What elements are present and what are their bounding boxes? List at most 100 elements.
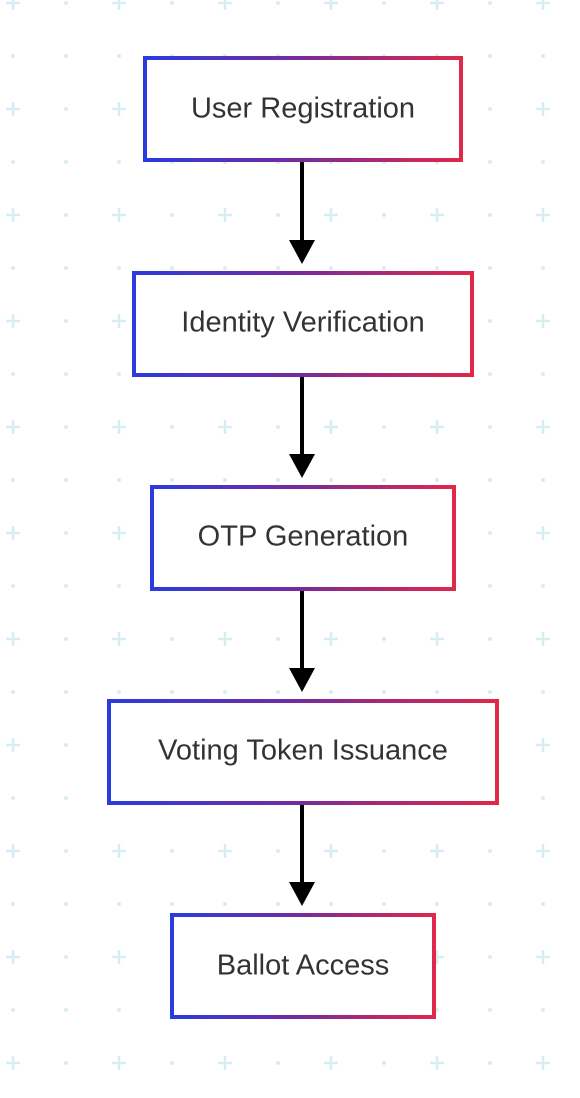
background-dot-mark [170, 1, 174, 5]
background-dot-mark [117, 584, 121, 588]
background-dot-mark [11, 372, 15, 376]
background-dot-mark [382, 637, 386, 641]
background-dot-mark [64, 319, 68, 323]
background-dot-mark [488, 1, 492, 5]
background-dot-mark [488, 319, 492, 323]
node-ballot-access: Ballot Access [170, 913, 436, 1019]
background-dot-mark [64, 902, 68, 906]
edge-verification-to-otp [289, 375, 315, 478]
background-dot-mark [541, 266, 545, 270]
background-dot-mark [329, 478, 333, 482]
background-dot-mark [64, 1061, 68, 1065]
background-dot-mark [64, 160, 68, 164]
background-dot-mark [541, 584, 545, 588]
background-dot-mark [435, 902, 439, 906]
background-dot-mark [276, 690, 280, 694]
edge-token-to-ballot [289, 803, 315, 906]
background-dot-mark [11, 478, 15, 482]
background-dot-mark [541, 902, 545, 906]
background-dot-mark [276, 849, 280, 853]
edge-registration-to-verification [289, 160, 315, 264]
background-dot-mark [64, 743, 68, 747]
node-label-ballot-access: Ballot Access [217, 950, 389, 982]
background-dot-mark [11, 584, 15, 588]
node-label-voting-token-issuance: Voting Token Issuance [158, 735, 448, 767]
background-dot-mark [11, 54, 15, 58]
background-dot-mark [223, 266, 227, 270]
background-dot-mark [276, 266, 280, 270]
node-user-registration: User Registration [143, 56, 463, 162]
background-dot-mark [117, 690, 121, 694]
background-dot-mark [64, 425, 68, 429]
background-dot-mark [64, 531, 68, 535]
background-dot-mark [488, 160, 492, 164]
background-dot-mark [170, 690, 174, 694]
background-dot-mark [117, 266, 121, 270]
background-dot-mark [11, 160, 15, 164]
flowchart-edges [289, 160, 315, 906]
background-dot-mark [541, 478, 545, 482]
background-dot-mark [64, 372, 68, 376]
background-dot-mark [276, 1061, 280, 1065]
background-dot-mark [488, 1061, 492, 1065]
background-dot-mark [488, 955, 492, 959]
background-dot-mark [170, 213, 174, 217]
background-dot-mark [382, 690, 386, 694]
background-dot-mark [541, 690, 545, 694]
background-dot-mark [223, 690, 227, 694]
background-dot-mark [117, 478, 121, 482]
flowchart-nodes: User Registration Identity Verification … [107, 56, 499, 1019]
background-dot-mark [329, 902, 333, 906]
background-dot-mark [117, 160, 121, 164]
background-dot-mark [541, 372, 545, 376]
background-dot-mark [488, 902, 492, 906]
background-dot-mark [382, 213, 386, 217]
background-dot-mark [64, 1, 68, 5]
background-dot-mark [64, 478, 68, 482]
background-dot-mark [276, 213, 280, 217]
background-dot-mark [435, 266, 439, 270]
background-dot-mark [488, 1008, 492, 1012]
background-dot-mark [488, 107, 492, 111]
background-dot-mark [117, 902, 121, 906]
background-dot-mark [276, 637, 280, 641]
edge-otp-to-token [289, 589, 315, 692]
background-dot-mark [117, 54, 121, 58]
background-dot-mark [170, 1061, 174, 1065]
background-dot-mark [382, 425, 386, 429]
background-dot-mark [382, 849, 386, 853]
background-dot-mark [488, 531, 492, 535]
background-dot-mark [64, 584, 68, 588]
background-dot-mark [11, 796, 15, 800]
background-dot-mark [382, 902, 386, 906]
node-identity-verification: Identity Verification [132, 271, 474, 377]
background-dot-mark [541, 54, 545, 58]
background-dot-mark [276, 425, 280, 429]
background-dot-mark [488, 478, 492, 482]
background-dot-mark [541, 1008, 545, 1012]
background-dot-mark [64, 690, 68, 694]
background-dot-mark [117, 372, 121, 376]
background-dot-mark [170, 266, 174, 270]
background-dot-mark [329, 266, 333, 270]
background-dot-mark [435, 690, 439, 694]
background-dot-mark [64, 796, 68, 800]
background-dot-mark [64, 955, 68, 959]
background-dot-mark [541, 796, 545, 800]
background-dot-mark [64, 266, 68, 270]
background-dot-mark [170, 478, 174, 482]
background-dot-mark [382, 1061, 386, 1065]
node-otp-generation: OTP Generation [150, 485, 456, 591]
background-dot-mark [64, 637, 68, 641]
background-dot-mark [64, 107, 68, 111]
background-dot-mark [117, 1008, 121, 1012]
background-dot-mark [64, 849, 68, 853]
background-dot-mark [382, 478, 386, 482]
background-dot-mark [276, 1, 280, 5]
background-dot-mark [11, 690, 15, 694]
background-dot-mark [223, 902, 227, 906]
node-label-otp-generation: OTP Generation [198, 521, 409, 553]
background-dot-mark [435, 478, 439, 482]
background-dot-mark [64, 54, 68, 58]
